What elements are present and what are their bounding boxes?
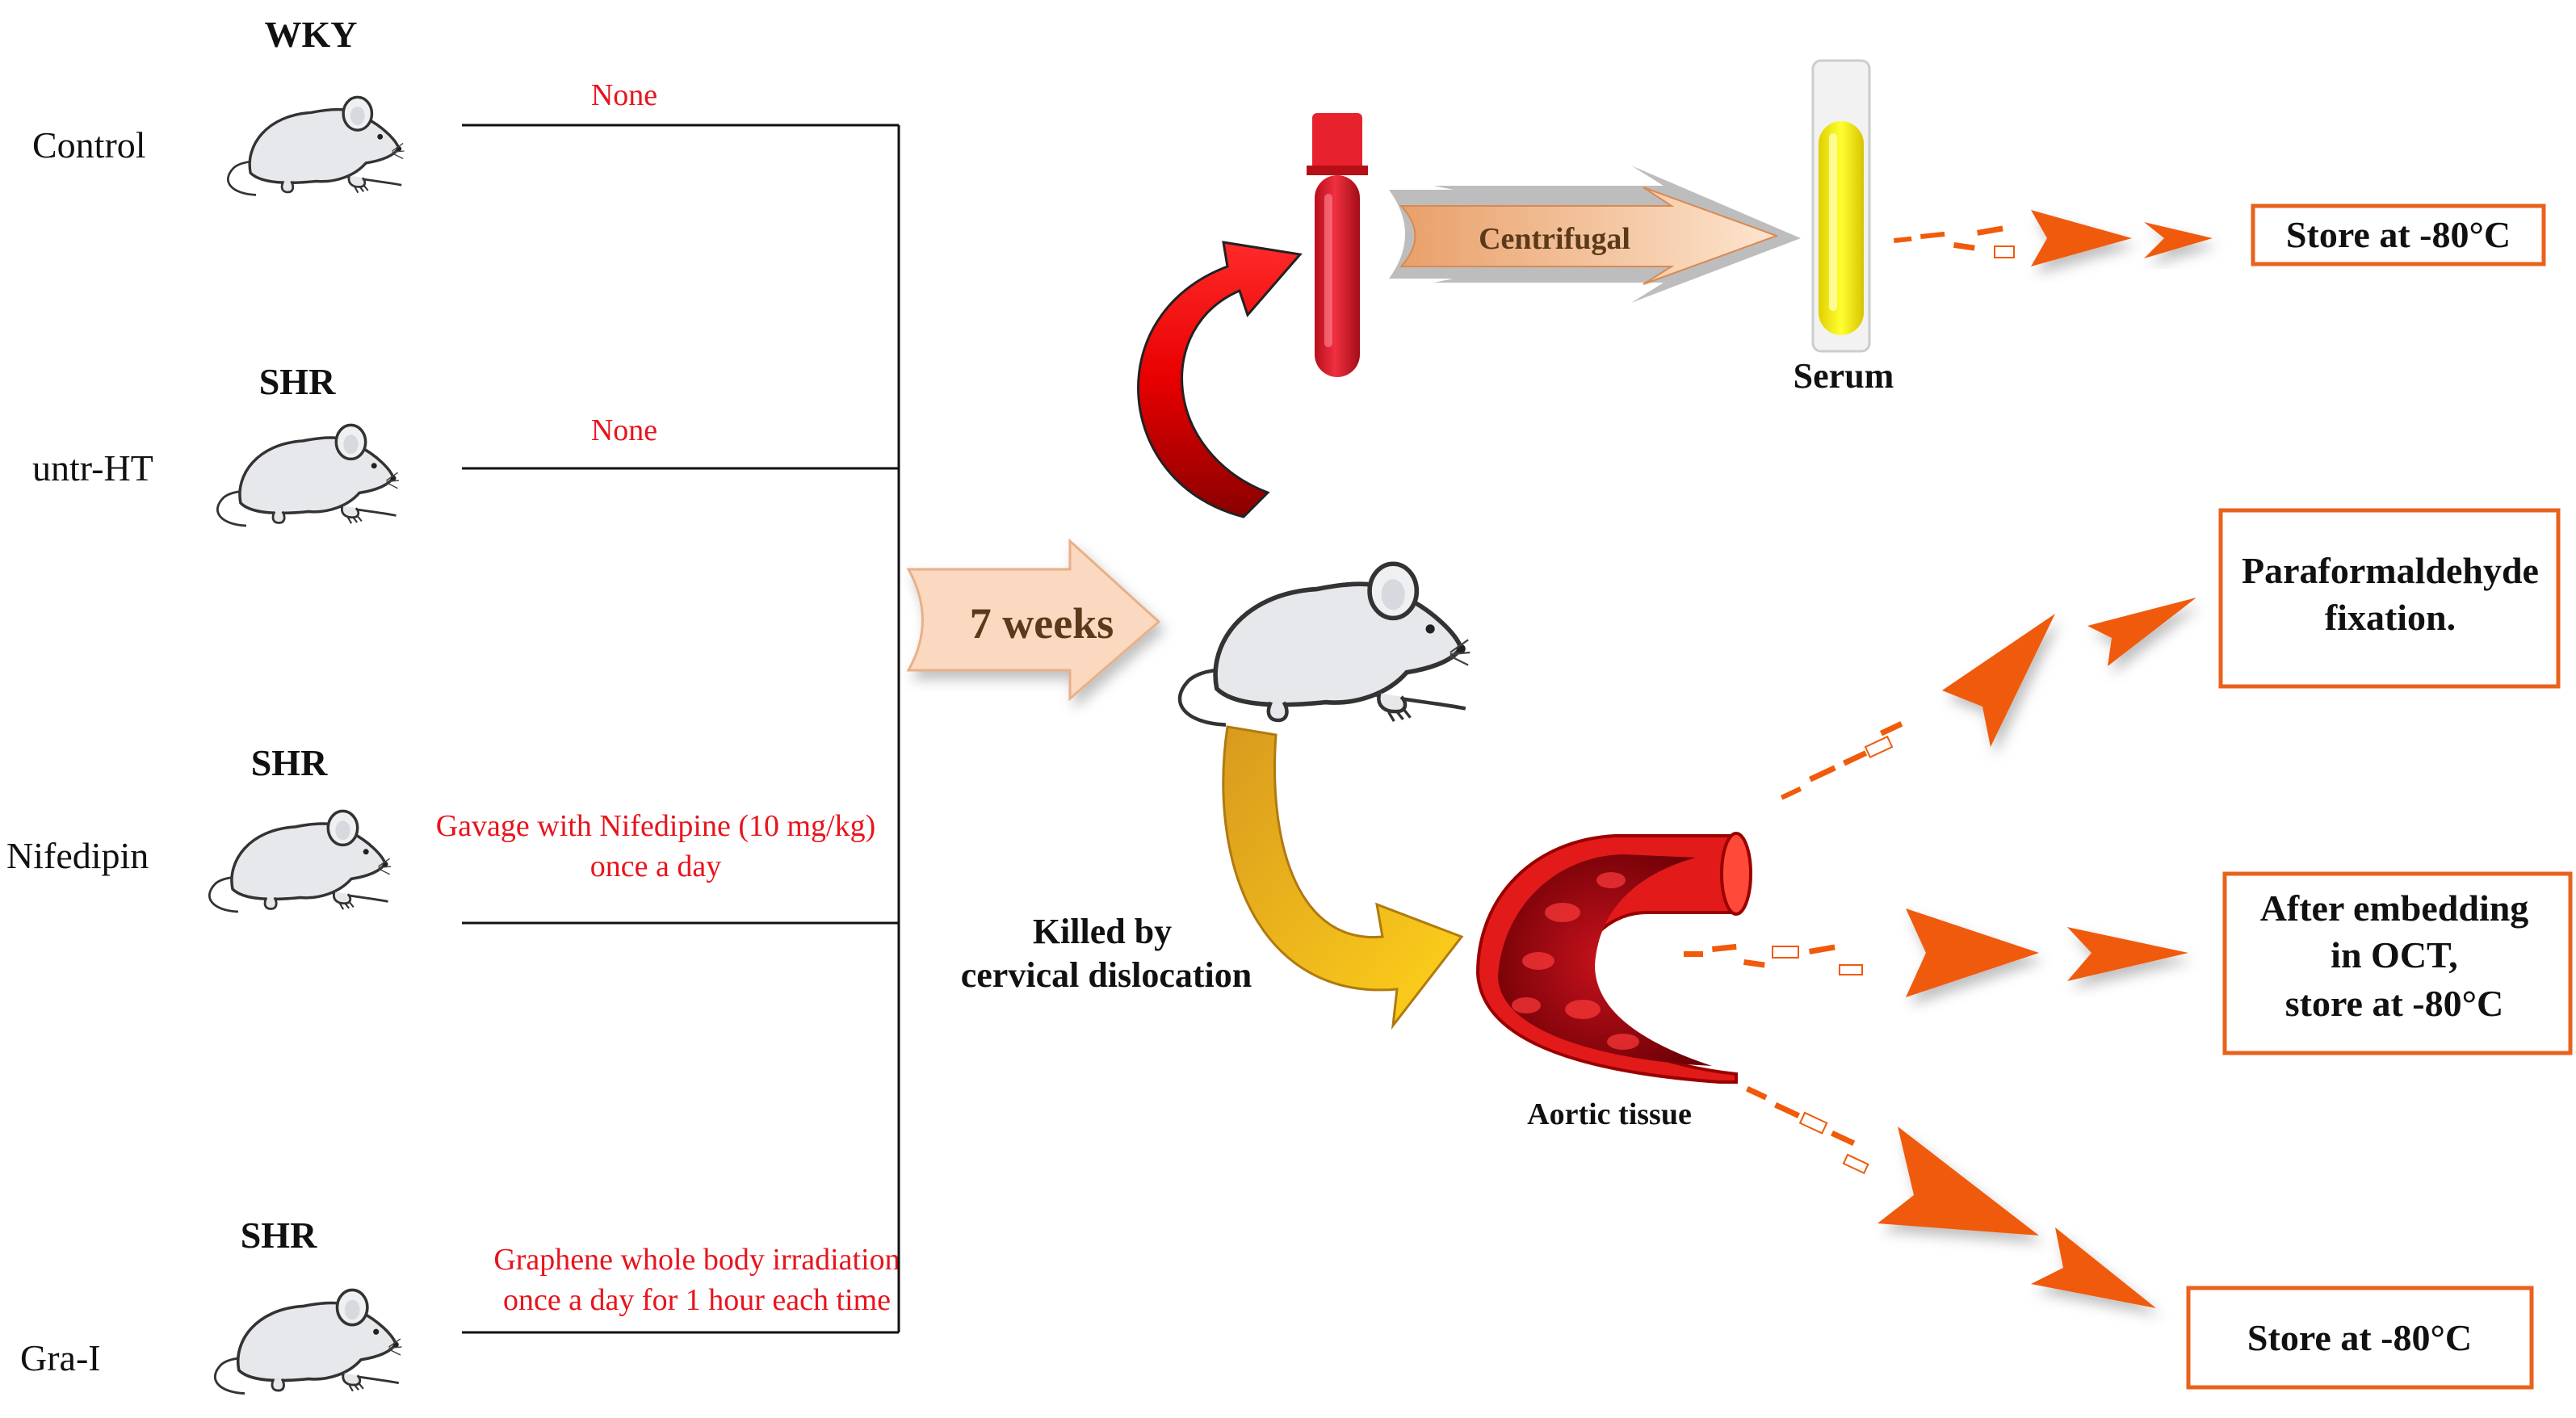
group-nifedipin: SHR Nifedipin Gavage with Nifedipine (10…	[6, 742, 899, 925]
group-control: WKY Control None	[32, 14, 899, 195]
treatment-text: None	[591, 413, 657, 447]
strain-label: SHR	[259, 361, 336, 402]
aorta-storage-arrows	[1746, 1086, 2156, 1308]
fixation-line1: Paraformaldehyde	[2242, 550, 2539, 591]
blood-curve-arrow	[1137, 241, 1303, 518]
aorta-storage-box	[2186, 1286, 2534, 1390]
duration-arrow	[906, 538, 1161, 702]
group-untr-ht: SHR untr-HT None	[32, 361, 899, 526]
serum-storage-arrows	[1894, 210, 2213, 266]
treatment-text-line2: once a day for 1 hour each time	[503, 1283, 891, 1317]
oct-line1: After embedding	[2260, 887, 2529, 929]
group-label: Nifedipin	[6, 835, 149, 876]
aorta-storage-label: Store at -80°C	[2247, 1317, 2472, 1358]
aorta-curve-arrow	[1222, 725, 1464, 1030]
aorta-label: Aortic tissue	[1527, 1097, 1692, 1131]
fixation-box	[2218, 508, 2561, 689]
treatment-text-line2: once a day	[590, 850, 721, 883]
oct-line2: in OCT,	[2331, 934, 2458, 975]
aorta-vessel	[1475, 832, 1752, 1084]
group-label: Gra-I	[20, 1337, 101, 1378]
strain-label: SHR	[241, 1215, 317, 1256]
group-label: untr-HT	[32, 447, 153, 489]
treatment-text-line1: Graphene whole body irradiation	[493, 1243, 900, 1277]
fixation-arrows	[1781, 598, 2196, 800]
strain-label: SHR	[251, 742, 328, 783]
mouse-icon	[228, 97, 404, 195]
serum-tube	[1811, 59, 1871, 353]
treatment-text-line1: Gavage with Nifedipine (10 mg/kg)	[436, 809, 876, 843]
strain-label: WKY	[265, 14, 358, 55]
mouse-icon	[1180, 564, 1470, 724]
group-label: Control	[32, 124, 146, 166]
mouse-icon	[217, 425, 399, 526]
blood-tube	[1307, 113, 1368, 377]
oct-arrows	[1684, 908, 2188, 997]
centrifugal-label: Centrifugal	[1479, 222, 1630, 256]
mouse-icon	[209, 811, 391, 912]
treatment-text: None	[591, 78, 657, 112]
kill-method-line1: Killed by	[1033, 912, 1172, 951]
group-gra-i: SHR Gra-I Graphene whole body irradiatio…	[20, 1215, 900, 1394]
serum-storage-box	[2251, 203, 2546, 266]
oct-line3: store at -80°C	[2285, 983, 2503, 1024]
centrifugal-arrow	[1389, 166, 1801, 303]
mouse-icon	[215, 1290, 401, 1393]
serum-label: Serum	[1794, 356, 1894, 396]
oct-box	[2222, 871, 2573, 1055]
fixation-line2: fixation.	[2325, 597, 2456, 638]
kill-method-line2: cervical dislocation	[961, 955, 1252, 995]
duration-label: 7 weeks	[970, 599, 1114, 648]
serum-storage-label: Store at -80°C	[2286, 214, 2511, 255]
